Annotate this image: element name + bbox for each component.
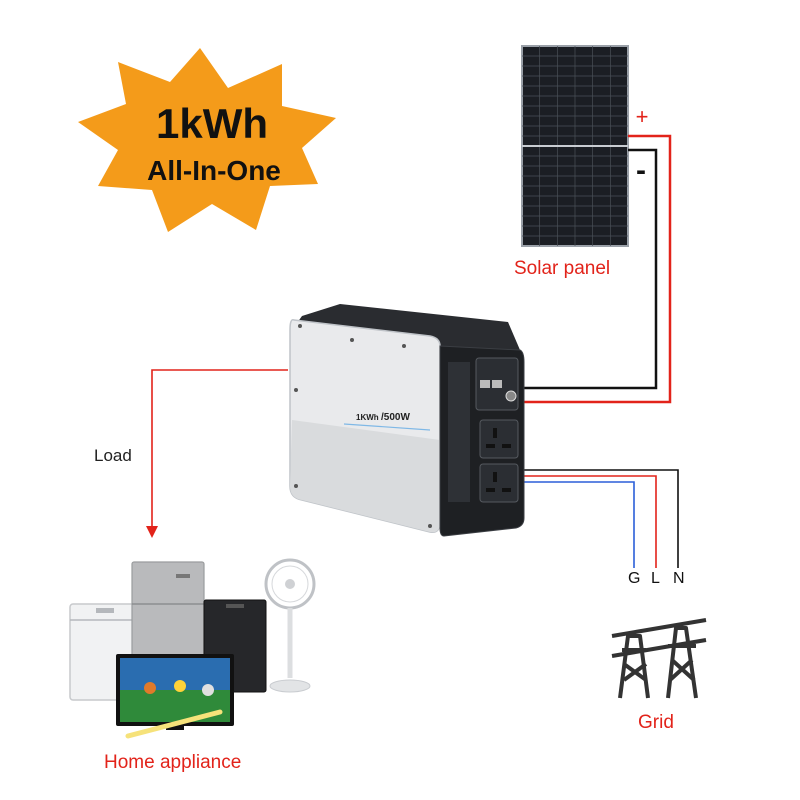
- home-appliance-label: Home appliance: [104, 752, 242, 773]
- grid-label: Grid: [638, 712, 674, 733]
- load-arrow-icon: [146, 526, 158, 538]
- solar-panel-image: [521, 45, 629, 247]
- power-station-image: [289, 304, 525, 537]
- load-wire: [151, 369, 288, 528]
- load-label: Load: [94, 446, 132, 465]
- solar-minus-sign: -: [636, 154, 646, 187]
- grid-pylon-icon: [611, 618, 707, 699]
- grid-g-label: G: [628, 570, 641, 587]
- badge-star: [78, 48, 336, 232]
- device-power-label: /500W: [381, 412, 410, 423]
- home-appliances-image: [69, 558, 316, 739]
- badge-line2: All-In-One: [147, 155, 281, 186]
- solar-black-wire: [514, 148, 658, 390]
- device-capacity-label: 1KWh: [356, 413, 379, 422]
- grid-n-label: N: [673, 570, 685, 587]
- solar-red-wire: [514, 134, 672, 404]
- badge-line1: 1kWh: [156, 100, 268, 147]
- solar-plus-sign: +: [636, 104, 649, 129]
- grid-wire-red: [514, 475, 657, 568]
- grid-wire-blue: [514, 481, 635, 568]
- grid-l-label: L: [651, 570, 660, 587]
- solar-panel-label: Solar panel: [514, 258, 611, 279]
- grid-wire-black: [514, 469, 679, 568]
